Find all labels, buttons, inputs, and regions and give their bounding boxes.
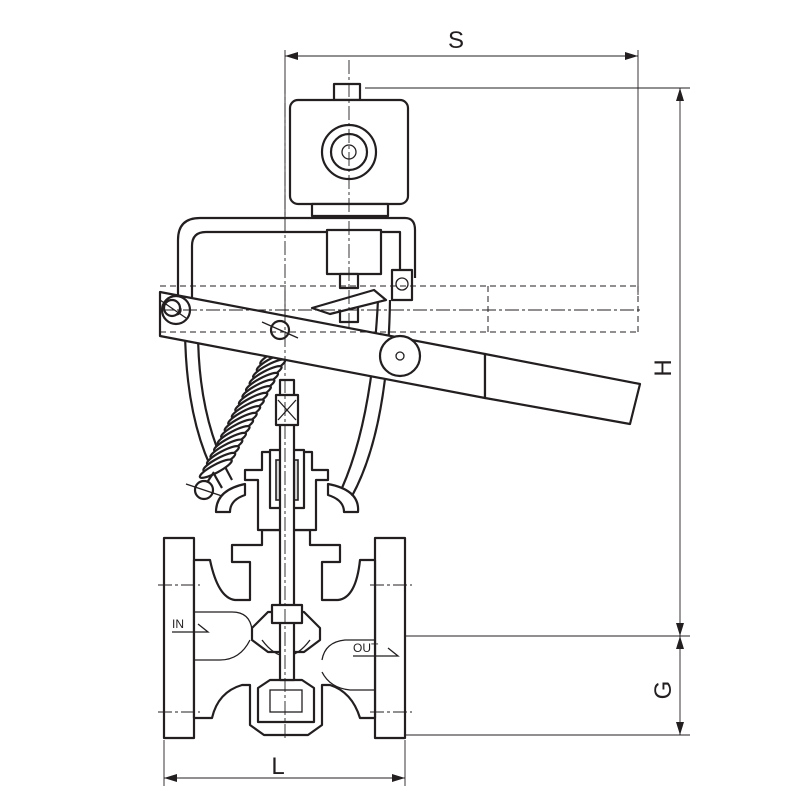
dimension-g-label: G xyxy=(650,681,677,700)
outlet-label: OUT xyxy=(353,641,379,655)
dimension-l: L xyxy=(163,740,406,786)
dimension-g: G xyxy=(400,636,690,736)
dimension-h-label: H xyxy=(650,359,677,376)
pivot-pin-spring xyxy=(185,479,223,501)
spring-coil xyxy=(198,458,233,479)
dimension-l-label: L xyxy=(271,753,284,780)
dimension-h: H xyxy=(365,87,690,637)
inlet-label: IN xyxy=(172,617,184,631)
pivot-pin-left xyxy=(159,298,187,319)
outlet-marker: OUT xyxy=(353,641,400,657)
inlet-marker: IN xyxy=(172,617,210,633)
valve-stem xyxy=(270,378,304,682)
alternate-lever-position xyxy=(160,285,639,333)
pivot-pin-stem xyxy=(261,319,299,341)
dimension-s-label: S xyxy=(448,27,464,54)
lever-arm xyxy=(158,290,642,426)
centerlines xyxy=(160,60,640,740)
